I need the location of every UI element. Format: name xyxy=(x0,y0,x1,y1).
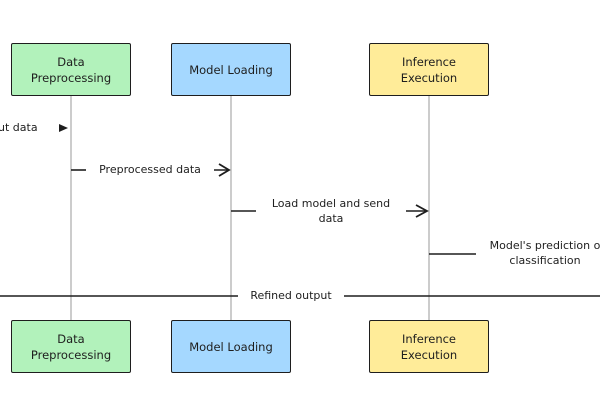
message-input-data-label: ut data xyxy=(0,120,40,135)
actor-model-loading-top[interactable]: Model Loading xyxy=(171,43,291,96)
message-preprocessed-data-label: Preprocessed data xyxy=(86,162,214,177)
message-refined-output-label: Refined output xyxy=(238,288,344,303)
actor-data-preprocessing-bottom[interactable]: Data Preprocessing xyxy=(11,320,131,373)
arrowhead-load-model xyxy=(415,204,429,218)
actor-data-preprocessing-top[interactable]: Data Preprocessing xyxy=(11,43,131,96)
actor-model-loading-bottom[interactable]: Model Loading xyxy=(171,320,291,373)
message-model-prediction-label: Model's prediction o classification xyxy=(489,239,600,267)
actor-inference-execution-top[interactable]: Inference Execution xyxy=(369,43,489,96)
message-load-model-label: Load model and send data xyxy=(256,196,406,226)
arrowhead-input-data xyxy=(59,124,68,132)
actor-inference-execution-bottom[interactable]: Inference Execution xyxy=(369,320,489,373)
arrowhead-preprocessed-data xyxy=(218,163,231,177)
